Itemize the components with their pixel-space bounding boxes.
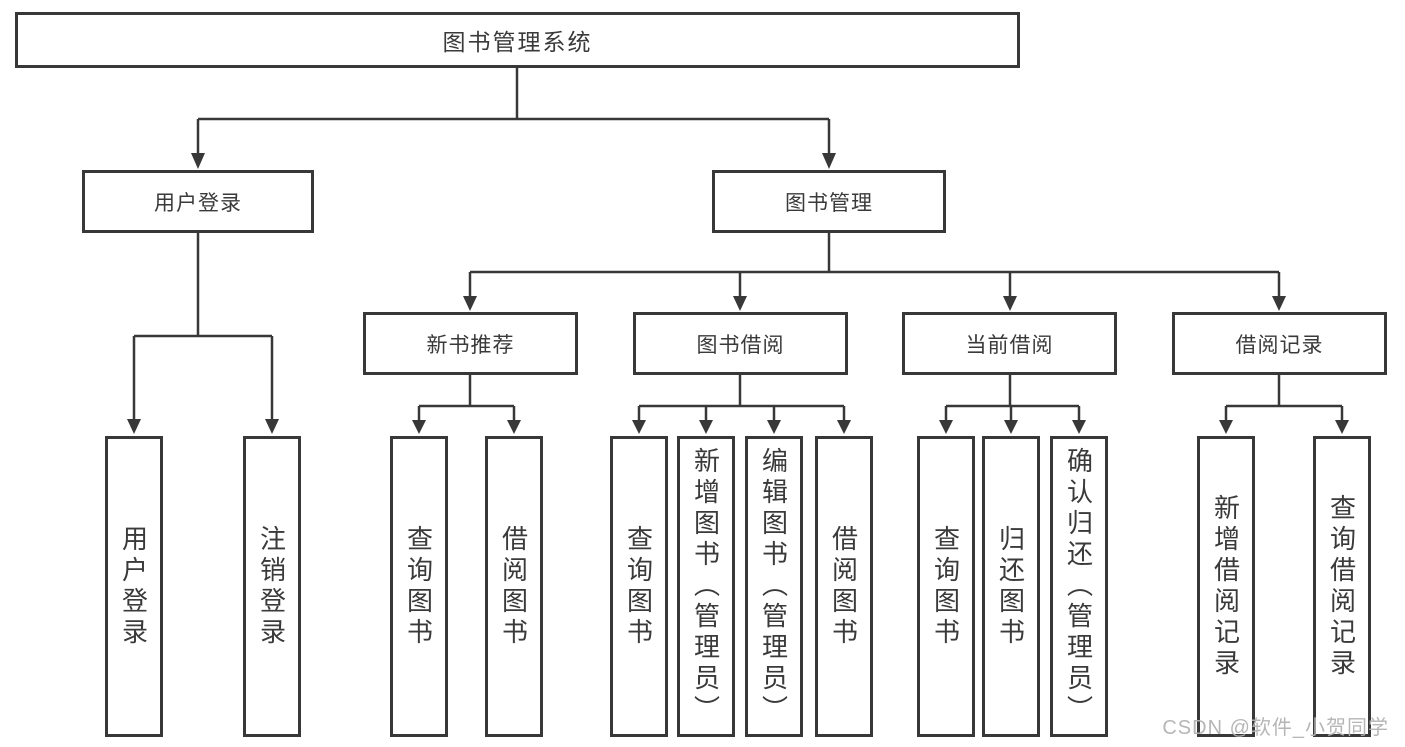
node-book-borrowing: 图书借阅 [633,312,848,375]
node-root: 图书管理系统 [15,12,1020,68]
leaf-query-books-recommend-label: 查询图书 [403,524,434,649]
node-user-login: 用户登录 [82,170,314,233]
node-book-management-label: 图书管理 [785,191,873,215]
leaf-edit-books-admin-label: 编辑图书（管理员） [758,447,789,726]
leaf-add-borrow-record: 新增借阅记录 [1197,436,1255,737]
leaf-query-books-current-label: 查询图书 [930,524,961,649]
node-book-borrowing-label: 图书借阅 [696,333,785,357]
node-book-management: 图书管理 [712,170,946,233]
leaf-logout: 注销登录 [243,436,301,737]
leaf-query-borrow-record-label: 查询借阅记录 [1326,493,1357,680]
leaf-borrow-books: 借阅图书 [815,436,873,737]
leaf-confirm-return-admin: 确认归还（管理员） [1050,436,1108,737]
leaf-query-books-borrowing: 查询图书 [610,436,668,737]
node-user-login-label: 用户登录 [154,191,242,215]
leaf-add-borrow-record-label: 新增借阅记录 [1210,493,1241,680]
leaf-return-books: 归还图书 [982,436,1040,737]
node-current-borrowing-label: 当前借阅 [965,333,1054,357]
leaf-add-books-admin: 新增图书（管理员） [677,436,735,737]
node-borrowing-records: 借阅记录 [1172,312,1387,375]
node-new-book-recommendation: 新书推荐 [363,312,578,375]
node-root-label: 图书管理系统 [442,29,593,55]
leaf-user-login-label: 用户登录 [118,524,149,649]
node-new-book-recommendation-label: 新书推荐 [426,333,515,357]
leaf-add-books-admin-label: 新增图书（管理员） [690,447,721,726]
node-current-borrowing: 当前借阅 [902,312,1117,375]
leaf-edit-books-admin: 编辑图书（管理员） [745,436,803,737]
leaf-user-login: 用户登录 [105,436,163,737]
leaf-query-books-current: 查询图书 [917,436,975,737]
leaf-logout-label: 注销登录 [256,524,287,649]
leaf-query-books-recommend: 查询图书 [390,436,448,737]
leaf-return-books-label: 归还图书 [995,524,1026,649]
leaf-query-borrow-record: 查询借阅记录 [1313,436,1371,737]
node-borrowing-records-label: 借阅记录 [1235,333,1324,357]
leaf-confirm-return-admin-label: 确认归还（管理员） [1063,447,1094,726]
csdn-watermark: CSDN @软件_小贺同学 [1162,717,1389,739]
leaf-borrow-books-recommend: 借阅图书 [485,436,543,737]
leaf-borrow-books-recommend-label: 借阅图书 [498,524,529,649]
leaf-query-books-borrowing-label: 查询图书 [623,524,654,649]
leaf-borrow-books-label: 借阅图书 [828,524,859,649]
